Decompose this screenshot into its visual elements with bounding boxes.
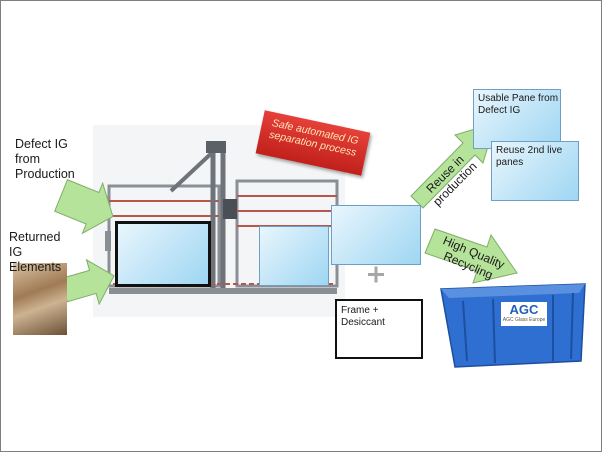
machine-pane-right (259, 226, 329, 286)
plus-icon (368, 266, 384, 283)
agc-sub-label: AGC Glass Europe (502, 317, 546, 323)
frame-desiccant-box (335, 299, 423, 359)
arrow-high-quality-recycling (424, 228, 518, 284)
returned-ig-label: Returned IG Elements (9, 230, 62, 274)
returned-ig-photo (13, 263, 67, 335)
arrow-returned-ig (60, 258, 115, 306)
frame-desiccant-label: Frame + Desiccant (341, 305, 385, 328)
agc-skip-container (440, 283, 586, 368)
agc-logo: AGC (509, 302, 539, 317)
arrow-defect-ig (54, 179, 114, 235)
machine-pane-left (115, 221, 211, 287)
usable-pane-label: Usable Pane from Defect IG (478, 93, 559, 116)
defect-ig-label: Defect IG from Production (15, 137, 75, 181)
reuse-panes-label: Reuse 2nd live panes (496, 145, 563, 168)
reuse-panes-box (491, 141, 579, 201)
output-pane (331, 205, 421, 265)
